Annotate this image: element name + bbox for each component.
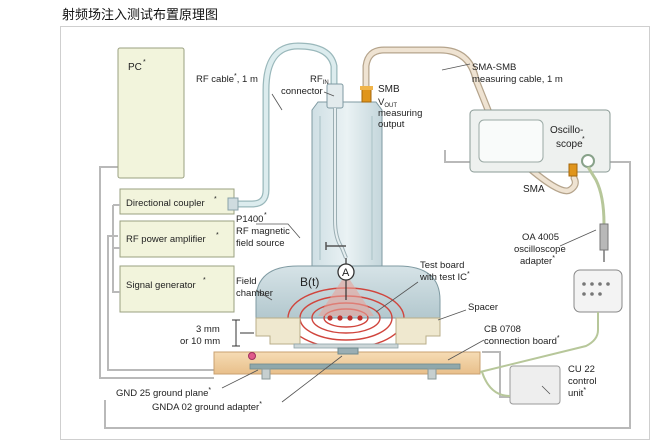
oscilloscope-input-icon [581,154,595,168]
cb0708-star: * [557,335,560,342]
gnda02-label: GNDA 02 ground adapter* [152,401,262,413]
vout-label: VOUT [378,97,397,109]
oscilloscope-screen [478,119,544,163]
cb0708-label-1: CB 0708 [484,324,521,335]
cu22-label-3: unit* [568,387,586,399]
signal-generator-box [119,265,235,313]
gnd25-label: GND 25 ground plane* [116,387,211,399]
oa4005-adapter-box [573,269,623,313]
ground-plane-foot-left [261,368,271,380]
test-board [293,343,399,349]
rf-in-label-sub: IN [323,80,329,86]
test-board-label-2-text: with test IC [419,272,467,283]
rf-power-amplifier-star: * [216,232,219,239]
oa4005-label-2: oscilloscope [514,244,566,255]
probe-tap-line [325,242,346,250]
measuring-label: measuring [378,108,422,119]
oa4005-cable [586,166,606,225]
cu22-star: * [583,387,586,394]
sma-smb-label-1: SMA-SMB [472,62,516,73]
oa4005-star: * [552,255,555,262]
bt-label: B(t) [300,275,319,289]
ammeter-label: A [342,267,350,279]
sma-label: SMA [523,184,545,195]
cu22-label-3-text: unit [568,388,584,399]
gnda02-adapter [337,347,359,355]
pc-star: * [143,59,146,66]
rf-in-label-connector: connector [281,86,323,97]
p1400-label-3: field source [236,238,285,249]
field-chamber-label-1: Field [236,276,257,287]
p1400-label-1: P1400 [236,214,263,225]
p1400-label-2: RF magnetic [236,226,290,237]
rf-power-amplifier-label: RF power amplifier [126,234,206,245]
test-board-star: * [467,271,470,278]
rf-cable-label-main: RF cable [196,74,234,85]
cu22-label-1: CU 22 [568,364,595,375]
rf-power-amplifier-box [119,220,235,258]
leader-lines [221,63,597,403]
spacer-left [255,317,301,345]
cu22-label-2: control [568,376,597,387]
rf-in-connector-body [326,83,344,109]
vout-sub: OUT [384,103,397,109]
stack-connectors [112,204,120,293]
oscilloscope-label-1: Oscillo- [550,125,583,136]
pc-box [117,47,185,179]
gnd25-ground-plane [249,363,461,370]
signal-generator-star: * [203,277,206,284]
smb-connector [361,87,372,103]
spacer-label: Spacer [468,302,498,313]
oa4005-to-board-cable [479,312,599,373]
cu22-control-unit [509,365,561,405]
test-ic-pins [327,315,363,321]
gnda02-star: * [259,401,262,408]
oa4005-label-3: adapter* [520,255,555,267]
test-board-label-2: with test IC* [419,271,470,283]
gap-label-2: or 10 mm [180,336,220,347]
gap-dimension [232,319,254,347]
oscilloscope-label-2: scope [556,139,583,150]
signal-generator-label: Signal generator [126,280,196,291]
gap-label-1: 3 mm [196,324,220,335]
gnd25-star: * [208,387,211,394]
directional-coupler-star: * [214,196,217,203]
sma-smb-label-2: measuring cable, 1 m [472,74,563,85]
directional-coupler-label: Directional coupler [126,198,205,209]
rf-cable-connector [227,197,239,211]
ground-plane-foot-right [427,368,437,380]
gnd25-label-text: GND 25 ground plane [116,388,208,399]
oscilloscope-star: * [582,136,585,143]
rf-cable-star: * [234,73,237,80]
cb0708-label-2-text: connection board [484,336,557,347]
rf-in-label-rf: RF [310,74,323,85]
spacer-right [395,317,441,345]
rf-cable-label: RF cable*, 1 m [196,73,258,85]
oa4005-probe [599,223,609,251]
output-label: output [378,119,405,130]
oa4005-label-1: OA 4005 [522,232,559,243]
cb0708-label-2: connection board* [484,335,560,347]
vout-v: V [378,97,385,108]
gnda02-label-text: GNDA 02 ground adapter [152,402,259,413]
page-title: 射频场注入测试布置原理图 [62,8,219,23]
field-chamber-label-2: chamber [236,288,273,299]
oa4005-label-3-text: adapter [520,256,552,267]
rf-in-label: RFIN [310,74,329,86]
p1400-star: * [264,212,267,219]
test-board-label-1: Test board [420,260,464,271]
pc-label: PC [128,62,142,73]
oa4005-adapter-holes [582,282,610,296]
cu22-cable [481,371,511,397]
smb-label: SMB [378,84,400,95]
sma-connector [568,163,578,177]
rf-cable-length: , 1 m [237,74,258,85]
status-led-icon [248,352,256,360]
diagram-frame [60,26,650,440]
